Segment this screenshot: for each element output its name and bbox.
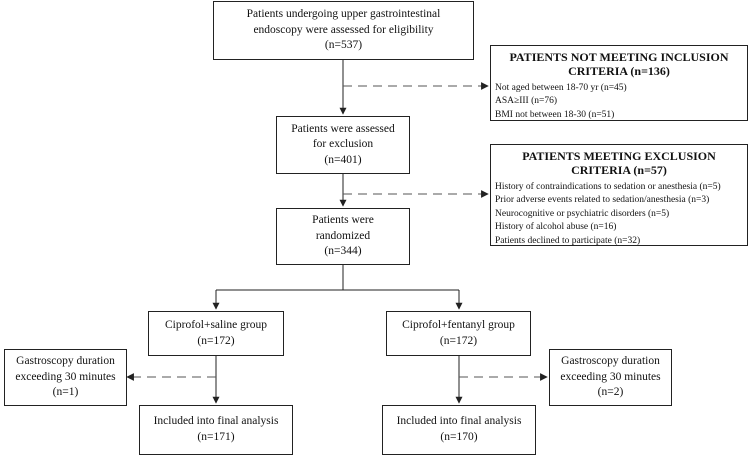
not-inclusion-title-line-1: PATIENTS NOT MEETING INCLUSION [509, 50, 729, 64]
left-exceed-line-1: Gastroscopy duration [16, 355, 115, 368]
saline-group-box: Ciprofol+saline group (n=172) [148, 311, 284, 356]
eligibility-count: (n=537) [324, 39, 363, 52]
exclusion-title-line-1: PATIENTS MEETING EXCLUSION [522, 149, 716, 163]
eligibility-box: Patients undergoing upper gastrointestin… [213, 1, 474, 60]
exclusion-title: PATIENTS MEETING EXCLUSION CRITERIA (n=5… [495, 149, 743, 178]
randomized-line-2: randomized [315, 229, 371, 242]
left-exceed-line-2: exceeding 30 minutes [15, 370, 116, 383]
eligibility-line-1: Patients undergoing upper gastrointestin… [246, 8, 441, 21]
exclusion-item: History of contraindications to sedation… [495, 181, 721, 192]
not-inclusion-item: BMI not between 18-30 (n=51) [495, 109, 615, 120]
right-exceed-box: Gastroscopy duration exceeding 30 minute… [549, 349, 672, 406]
eligibility-line-2: endoscopy were assessed for eligibility [253, 23, 434, 36]
exclusion-assessment-line-2: for exclusion [312, 138, 374, 151]
final-fentanyl-box: Included into final analysis (n=170) [382, 405, 536, 455]
not-inclusion-title-line-2: CRITERIA (n=136) [568, 64, 670, 79]
exclusion-item: Patients declined to participate (n=32) [495, 235, 641, 246]
not-inclusion-box: PATIENTS NOT MEETING INCLUSION CRITERIA … [490, 45, 748, 121]
final-saline-count: (n=171) [197, 431, 235, 443]
final-fentanyl-count: (n=170) [440, 431, 478, 443]
randomized-box: Patients were randomized (n=344) [276, 208, 410, 265]
not-inclusion-item: ASA≥III (n=76) [495, 96, 558, 107]
not-inclusion-title: PATIENTS NOT MEETING INCLUSION CRITERIA … [495, 50, 743, 79]
left-exceed-box: Gastroscopy duration exceeding 30 minute… [4, 349, 127, 406]
left-exceed-count: (n=1) [52, 386, 79, 399]
fentanyl-group-box: Ciprofol+fentanyl group (n=172) [386, 311, 531, 356]
exclusion-assessment-line-1: Patients were assessed [291, 122, 395, 135]
saline-group-label: Ciprofol+saline group [165, 318, 267, 331]
right-exceed-line-2: exceeding 30 minutes [560, 370, 661, 383]
right-exceed-line-1: Gastroscopy duration [561, 355, 660, 368]
exclusion-assessment-count: (n=401) [324, 153, 362, 166]
fentanyl-group-count: (n=172) [439, 334, 478, 347]
not-inclusion-item: Not aged between 18-70 yr (n=45) [495, 82, 627, 93]
right-exceed-count: (n=2) [597, 386, 624, 399]
exclusion-box: PATIENTS MEETING EXCLUSION CRITERIA (n=5… [490, 144, 748, 246]
final-fentanyl-label: Included into final analysis [396, 415, 522, 428]
exclusion-assessment-box: Patients were assessed for exclusion (n=… [276, 116, 410, 174]
exclusion-title-line-2: CRITERIA (n=57) [571, 163, 667, 178]
saline-group-count: (n=172) [197, 334, 235, 347]
exclusion-item: Prior adverse events related to sedation… [495, 195, 710, 206]
fentanyl-group-label: Ciprofol+fentanyl group [402, 318, 515, 331]
final-saline-box: Included into final analysis (n=171) [139, 405, 293, 455]
randomized-count: (n=344) [324, 245, 362, 258]
final-saline-label: Included into final analysis [153, 415, 279, 428]
randomized-line-1: Patients were [312, 214, 374, 227]
exclusion-item: History of alcohol abuse (n=16) [495, 222, 617, 233]
exclusion-item: Neurocognitive or psychiatric disorders … [495, 208, 670, 219]
